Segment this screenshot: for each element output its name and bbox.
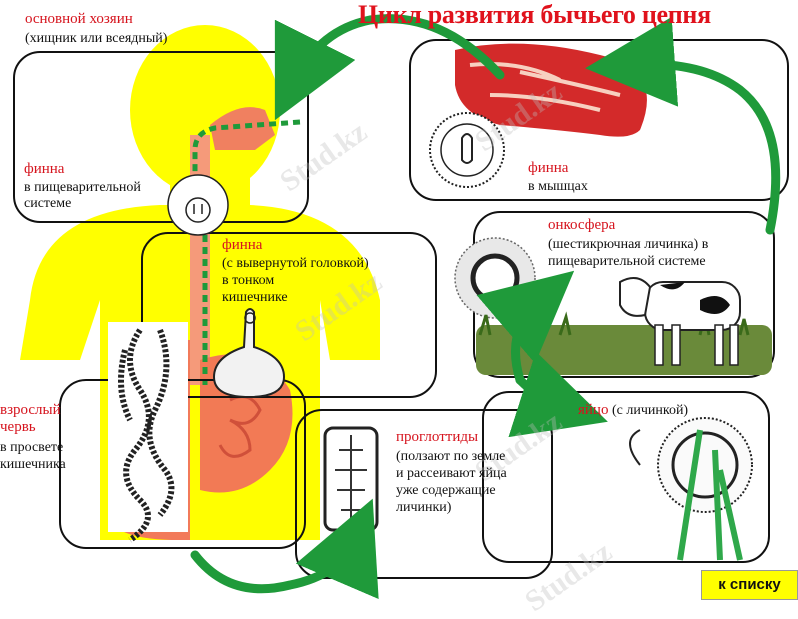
proglottid-illustration <box>323 426 379 532</box>
cycle-arrows <box>190 14 781 600</box>
egg-desc: (с личинкой) <box>611 403 689 418</box>
proglottids-name: проглоттиды <box>396 429 479 445</box>
finna-muscle-name: финна <box>528 160 569 176</box>
proglottids-desc: личинки) <box>396 500 452 515</box>
page-title: Цикл развития бычьего цепня <box>358 0 711 29</box>
finna-intestine-name: финна <box>222 237 263 253</box>
box-proglottids <box>295 409 553 579</box>
egg-label: яйцо (с личинкой) <box>578 402 689 419</box>
egg-illustration <box>629 417 753 561</box>
finna-muscle-illustration <box>429 112 505 188</box>
host-note: (хищник или всеядный) <box>25 31 168 46</box>
host-label: основной хозяин <box>25 11 133 27</box>
finna-intestine-desc: (с вывернутой головкой) <box>222 256 369 271</box>
cow-illustration <box>619 277 741 366</box>
cyst-route <box>192 119 301 385</box>
egg-name: яйцо <box>578 402 609 418</box>
adult-name: червь <box>0 419 36 435</box>
finna-muscle-desc: в мышцах <box>528 179 588 194</box>
box-host <box>13 51 309 223</box>
back-to-list-button[interactable]: к списку <box>701 570 798 600</box>
adult-desc: в просвете <box>0 440 64 455</box>
finna-intestine-illustration <box>212 308 286 399</box>
proglottids-desc: и рассеивают яйца <box>396 466 507 481</box>
adult-name: взрослый <box>0 402 61 418</box>
oncosphere-desc: (шестикрючная личинка) в <box>548 237 709 252</box>
proglottids-desc: (ползают по земле <box>396 449 506 464</box>
box-egg <box>482 391 770 563</box>
oncosphere-desc: пищеварительной системе <box>548 254 706 269</box>
finna-intestine-desc: в тонком <box>222 273 275 288</box>
finna-digestive-name: финна <box>24 161 65 177</box>
oncosphere-illustration <box>454 237 536 319</box>
finna-digestive-illustration <box>167 174 229 236</box>
finna-digestive-desc: в пищеварительной <box>24 180 141 195</box>
box-intestine <box>141 232 437 398</box>
adult-desc: кишечника <box>0 457 66 472</box>
finna-intestine-desc: кишечнике <box>222 290 288 305</box>
finna-digestive-desc: системе <box>24 196 72 211</box>
tapeworm-illustration <box>108 322 188 543</box>
oncosphere-name: онкосфера <box>548 217 616 233</box>
proglottids-desc: уже содержащие <box>396 483 496 498</box>
diagram-artwork <box>13 14 789 600</box>
